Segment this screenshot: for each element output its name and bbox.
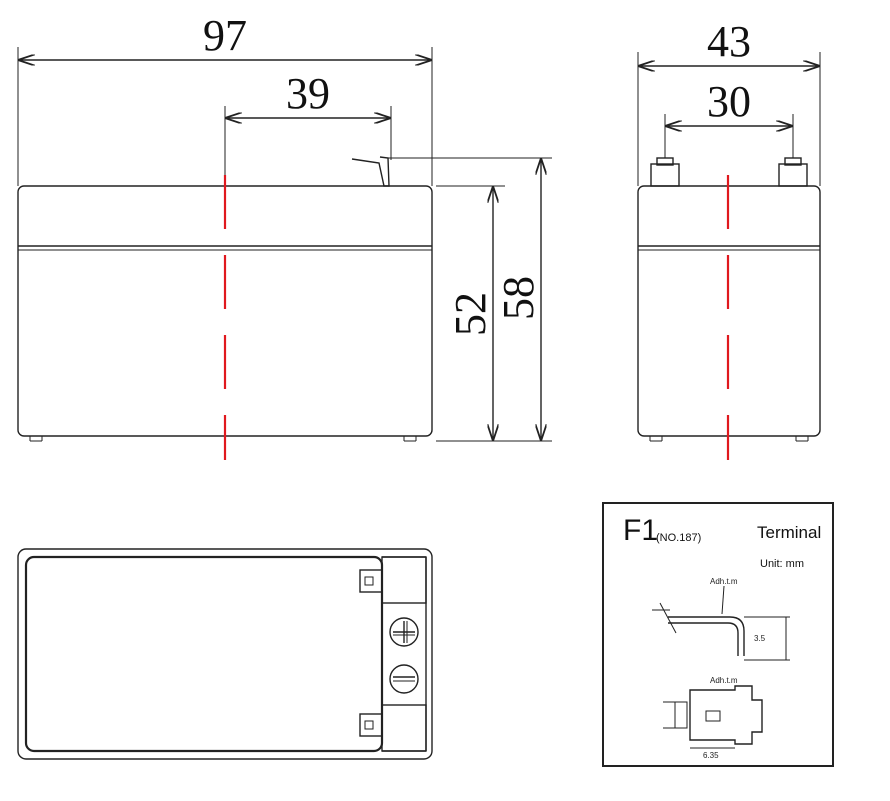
minus-symbol-icon (389, 664, 419, 694)
terminal-detail-box: F1 (NO.187) Terminal Unit: mm Adh.t.m 3.… (602, 502, 834, 767)
top-terminal-lower (359, 704, 427, 752)
plus-symbol-icon (389, 617, 419, 647)
terminal-box-frame (602, 502, 834, 767)
terminal-dim-width: 6.35 (703, 751, 719, 760)
dim-label-97: 97 (203, 11, 247, 60)
dim-label-30: 30 (707, 77, 751, 126)
top-view (17, 548, 433, 760)
dim-label-52: 52 (446, 292, 495, 336)
dim-label-43: 43 (707, 17, 751, 66)
front-terminal (351, 156, 390, 187)
top-terminal-upper (359, 556, 427, 604)
side-terminal-left (650, 157, 680, 187)
terminal-dim-height: 3.5 (754, 634, 766, 643)
terminal-label-top: Adh.t.m (710, 577, 738, 586)
terminal-unit: Unit: mm (760, 558, 804, 570)
battery-top-outer (17, 548, 433, 760)
terminal-profile (668, 616, 745, 656)
terminal-top-sketch (689, 685, 763, 745)
side-terminal-right (778, 157, 808, 187)
dim-label-39: 39 (286, 69, 330, 118)
front-view: 97 39 52 58 (17, 11, 552, 460)
terminal-number: (NO.187) (656, 532, 701, 544)
terminal-code: F1 (623, 514, 658, 547)
battery-top-inner (24, 555, 384, 753)
side-view: 43 30 (637, 17, 821, 460)
dim-label-58: 58 (494, 276, 543, 320)
terminal-label-bottom: Adh.t.m (710, 676, 738, 685)
terminal-title: Terminal (757, 523, 821, 542)
